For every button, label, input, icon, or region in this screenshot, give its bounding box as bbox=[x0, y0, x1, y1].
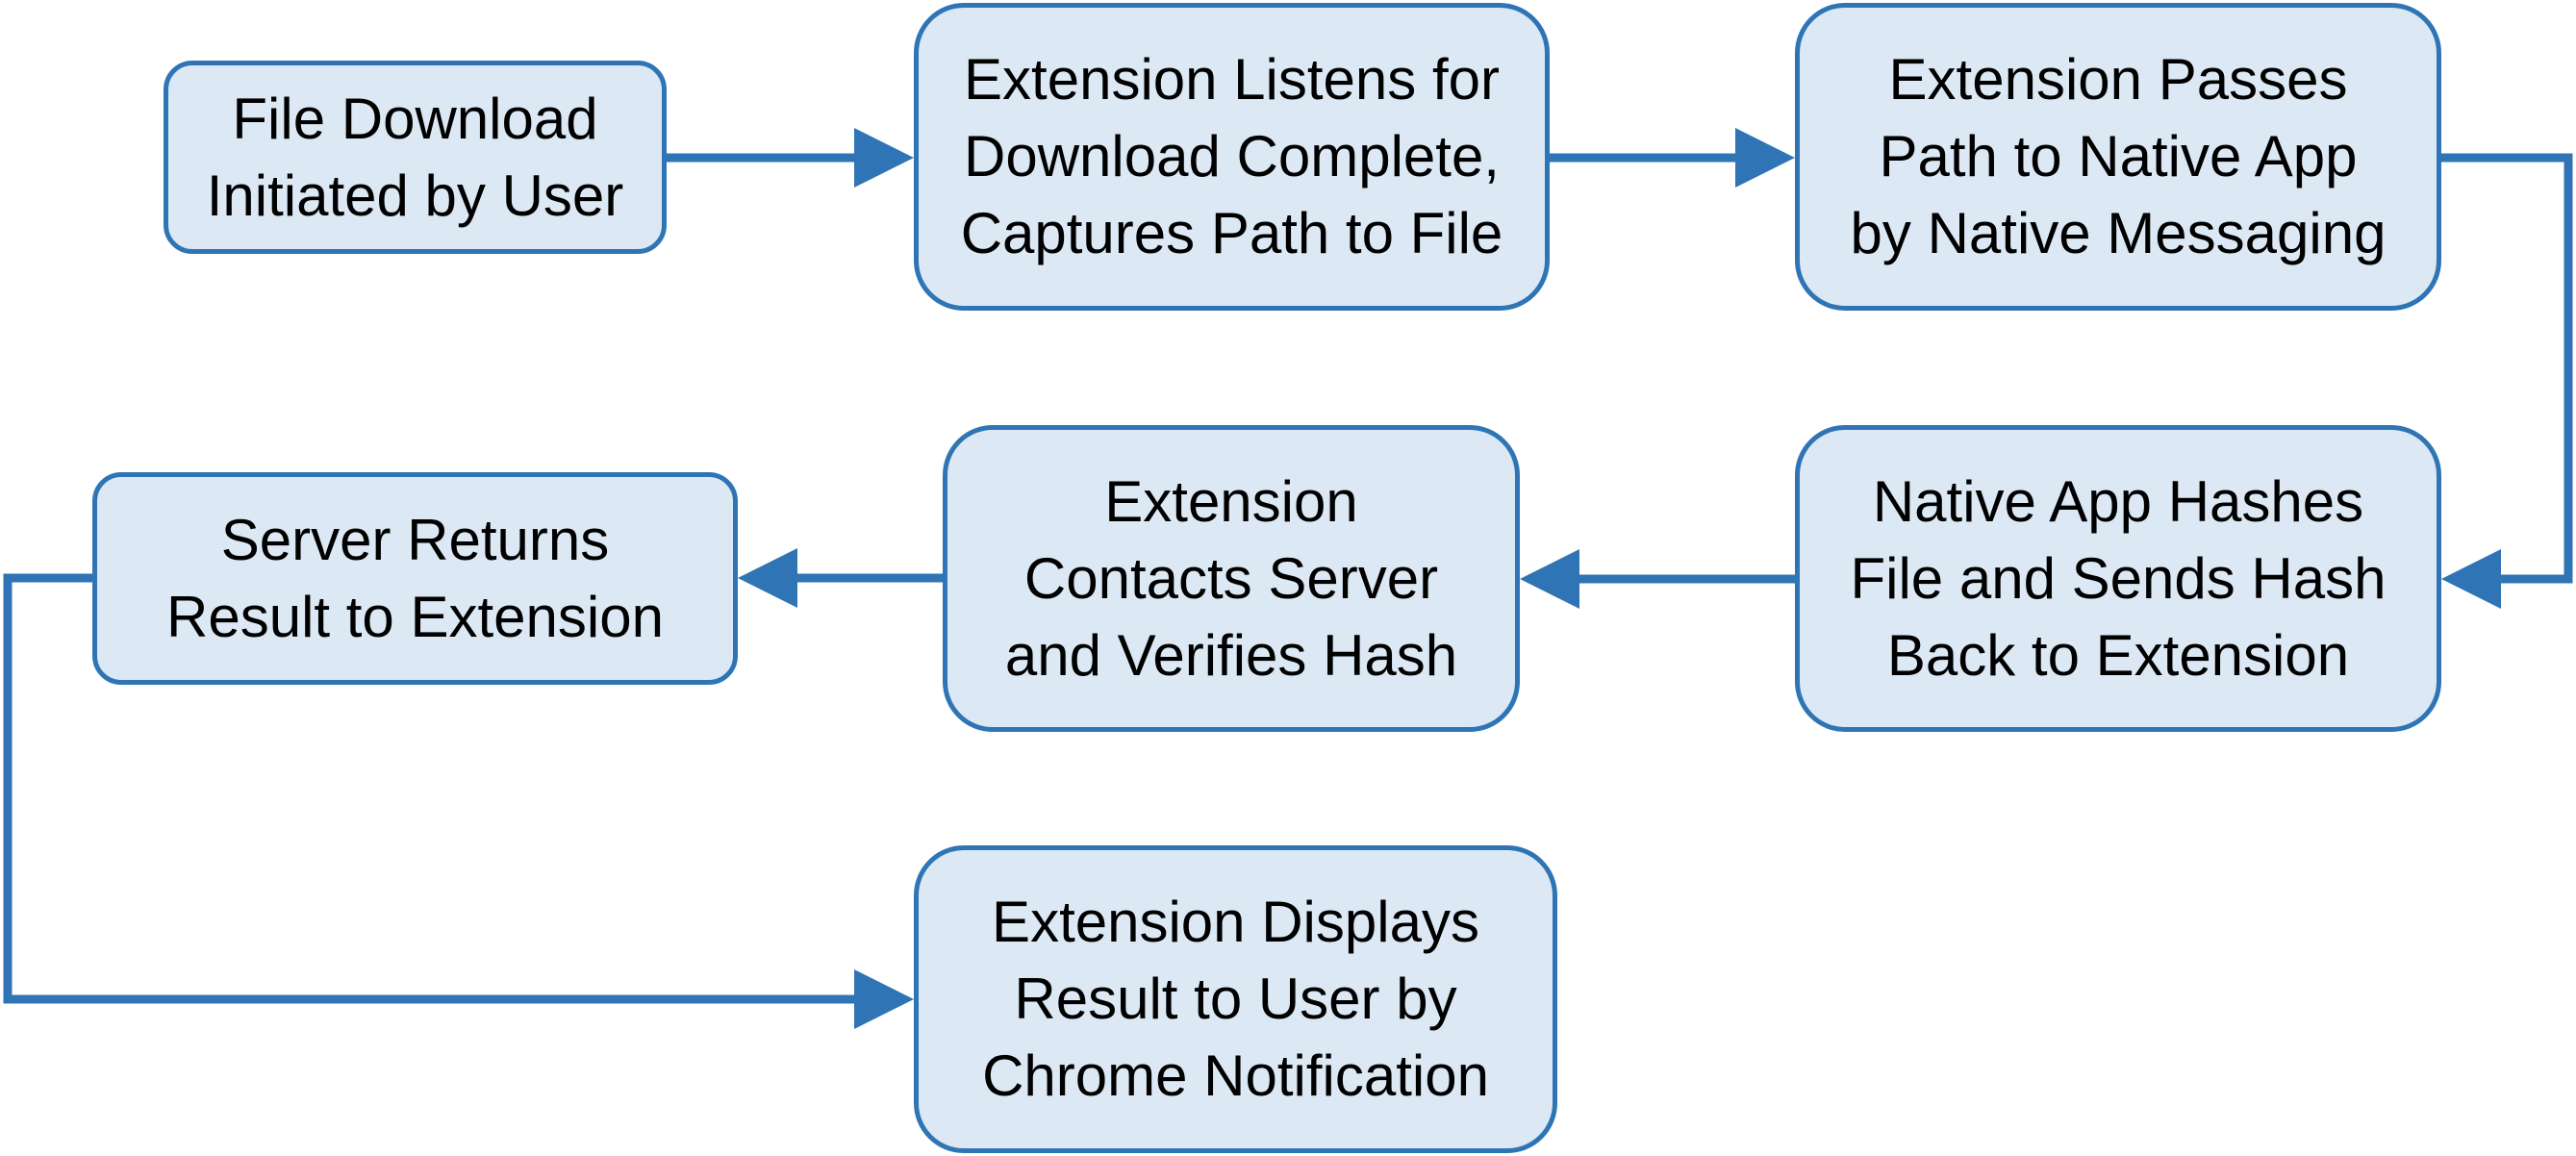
node-extension-passes-path: Extension Passes Path to Native App by N… bbox=[1795, 3, 2441, 311]
node-label: Extension Passes Path to Native App by N… bbox=[1850, 47, 2387, 265]
node-label: Extension Listens for Download Complete,… bbox=[960, 47, 1503, 265]
arrowhead-n7 bbox=[854, 969, 914, 1029]
node-server-returns-result: Server Returns Result to Extension bbox=[92, 472, 738, 685]
arrowhead-n4 bbox=[2441, 549, 2501, 609]
node-label: Extension Displays Result to User by Chr… bbox=[982, 890, 1489, 1108]
node-extension-displays-result: Extension Displays Result to User by Chr… bbox=[914, 845, 1557, 1153]
edge-n6-to-n7 bbox=[3, 573, 854, 1004]
node-native-app-hashes: Native App Hashes File and Sends Hash Ba… bbox=[1795, 425, 2441, 732]
node-extension-listens: Extension Listens for Download Complete,… bbox=[914, 3, 1550, 311]
node-label: Extension Contacts Server and Verifies H… bbox=[1004, 468, 1458, 688]
arrowhead-n2 bbox=[854, 128, 914, 188]
arrowhead-n5 bbox=[1520, 549, 1579, 609]
node-label: Server Returns Result to Extension bbox=[166, 507, 664, 649]
node-label: File Download Initiated by User bbox=[206, 86, 624, 228]
arrowhead-n3 bbox=[1735, 128, 1795, 188]
node-label: Native App Hashes File and Sends Hash Ba… bbox=[1850, 468, 2387, 688]
node-file-download-initiated: File Download Initiated by User bbox=[164, 61, 667, 254]
edge-n3-to-n4 bbox=[2441, 153, 2573, 584]
arrowhead-n6 bbox=[738, 548, 797, 608]
node-extension-contacts-server: Extension Contacts Server and Verifies H… bbox=[943, 425, 1520, 732]
